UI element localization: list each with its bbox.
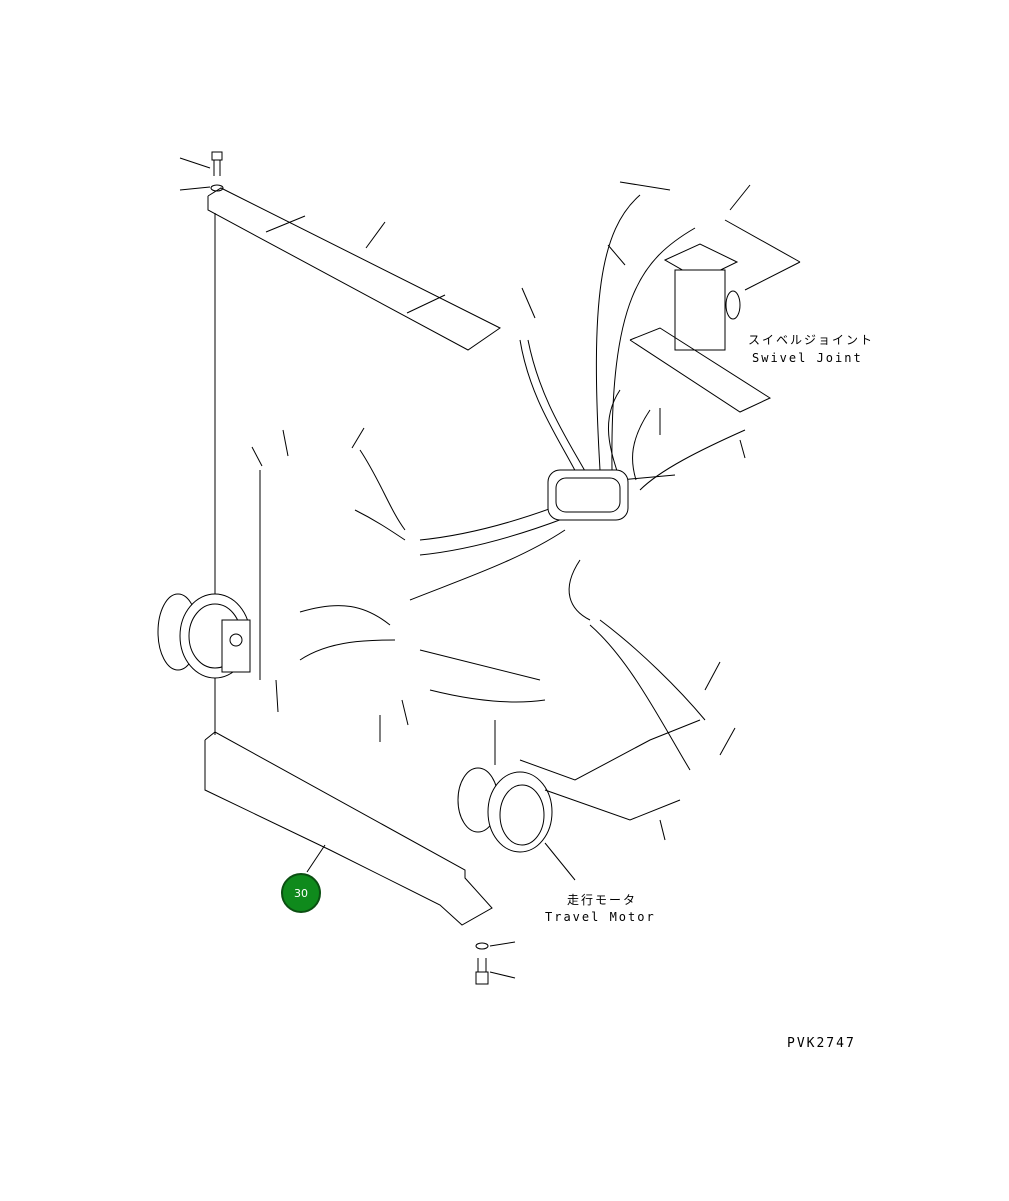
top-bolt bbox=[179, 151, 224, 192]
travel-motor-label-jp: 走行モータ bbox=[567, 893, 638, 907]
leader-lines bbox=[251, 181, 751, 841]
swivel-joint-label-en: Swivel Joint bbox=[752, 351, 863, 365]
top-cover-panel bbox=[207, 187, 501, 735]
part-callout-number: 30 bbox=[294, 886, 308, 900]
travel-motor-label-en: Travel Motor bbox=[545, 910, 656, 924]
right-travel-motor bbox=[457, 767, 576, 881]
swivel-joint-label-jp: スイベルジョイント bbox=[748, 333, 875, 347]
lower-cover-panel bbox=[204, 731, 516, 985]
left-travel-motor bbox=[157, 593, 251, 679]
hydraulic-hoses bbox=[259, 194, 746, 821]
part-callout-30[interactable]: 30 bbox=[281, 873, 321, 913]
drawing-number: PVK2747 bbox=[787, 1036, 856, 1051]
swivel-joint bbox=[629, 219, 801, 413]
